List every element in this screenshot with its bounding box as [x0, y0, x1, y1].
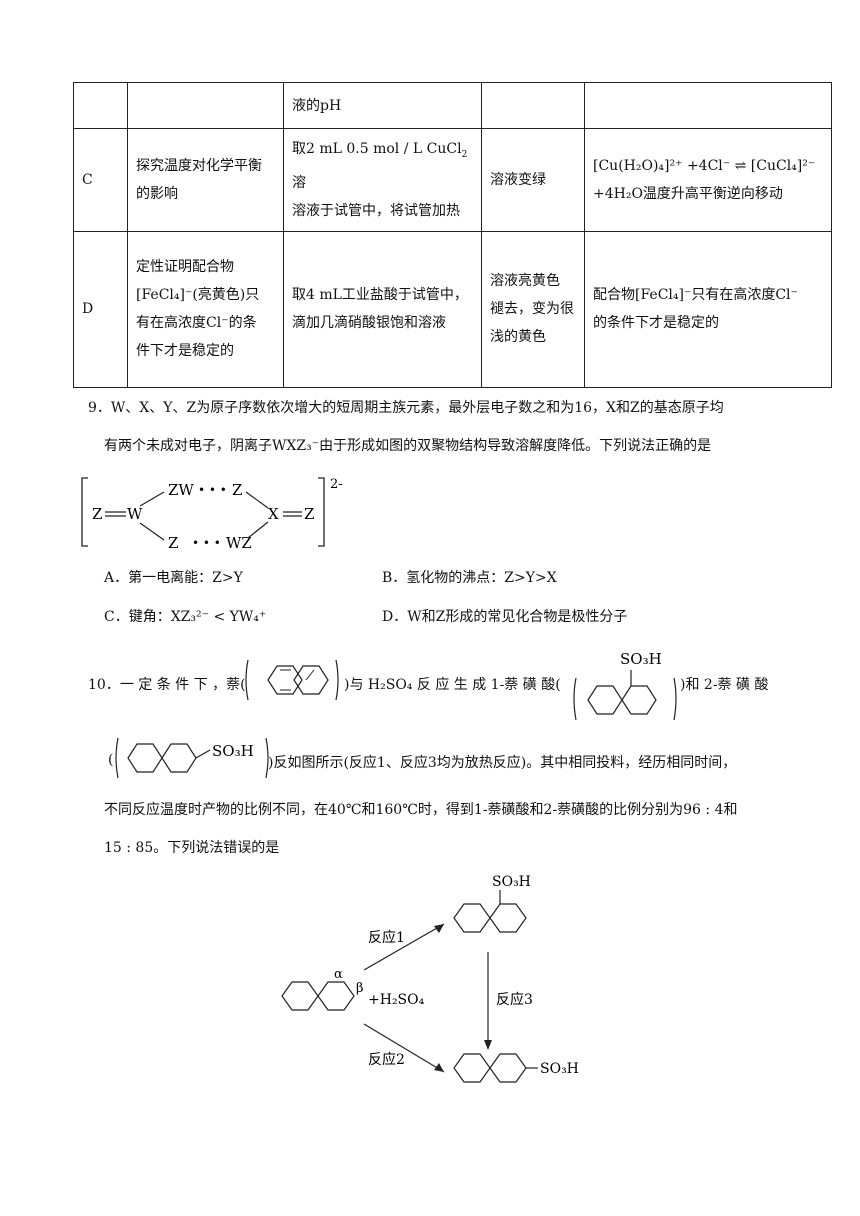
q9-option-a: A．第一电离能：Z>Y: [104, 570, 243, 586]
so3h-label: SO₃H: [212, 742, 254, 760]
row-d-purpose: 定性证明配合物 [FeCl₄]⁻(亮黄色)只 有在高浓度Cl⁻的条 件下才是稳定…: [127, 230, 284, 388]
dots-bottom: • • •: [192, 536, 221, 550]
row-d-phenomenon: 溶液亮黄色 褪去，变为很 浅的黄色: [481, 230, 585, 388]
table-row: D 定性证明配合物 [FeCl₄]⁻(亮黄色)只 有在高浓度Cl⁻的条 件下才是…: [73, 230, 832, 388]
atom-w: W: [127, 505, 143, 523]
table-row: 液的pH: [73, 82, 832, 129]
row-b-operation-cont: 液的pH: [283, 82, 482, 129]
q10-line-4: 15 : 85。下列说法错误的是: [104, 840, 280, 856]
atom-z-top: Z: [232, 481, 242, 499]
dimer-structure-diagram: 2- Z W ZW • • • Z Z • • • WZ X Z: [81, 477, 343, 552]
reagent-label: +H₂SO₄: [368, 992, 425, 1008]
q10-text-2b: )反如图所示(反应1、反应3均为放热反应)。其中相同投料，经历相同时间，: [268, 755, 737, 771]
q10-text-1a: 10．一 定 条 件 下 ，萘(: [88, 677, 246, 693]
reaction-1-label: 反应1: [368, 929, 405, 946]
atom-zw-top: ZW: [168, 481, 194, 499]
so3h-bottom: SO₃H: [540, 1061, 579, 1077]
row-c-purpose: 探究温度对化学平衡的影响: [127, 128, 284, 232]
reaction-scheme-diagram: SO₃H α β +H₂SO₄ 反应1 反应2 反应3 SO₃H: [281, 874, 579, 1083]
so3h-top: SO₃H: [492, 874, 531, 890]
row-c-conclusion: [Cu(H₂O)₄]²⁺ +4Cl⁻ ⇌ [CuCl₄]²⁻ +4H₂O温度升高…: [584, 128, 832, 232]
table-row: C 探究温度对化学平衡的影响 取2 mL 0.5 mol / L CuCl2溶 …: [73, 128, 832, 232]
q9-option-d: D．W和Z形成的常见化合物是极性分子: [382, 609, 628, 625]
1-naphthalenesulfonic-acid-inline-icon: SO₃H: [573, 650, 677, 721]
dots-top: • • •: [198, 483, 227, 497]
atom-z-right: Z: [304, 505, 314, 523]
row-d-conclusion: 配合物[FeCl₄]⁻只有在高浓度Cl⁻ 的条件下才是稳定的: [584, 230, 832, 388]
so3h-label: SO₃H: [620, 650, 662, 668]
q10-line-3: 不同反应温度时产物的比例不同，在40℃和160℃时，得到1-萘磺酸和2-萘磺酸的…: [104, 802, 738, 818]
2-naphthalenesulfonic-acid-inline-icon: SO₃H: [115, 737, 269, 779]
row-d-label: D: [73, 230, 128, 388]
alpha-label: α: [334, 967, 343, 982]
row-c-phenomenon: 溶液变绿: [481, 128, 585, 232]
q9-line-1: 9．W、X、Y、Z为原子序数依次增大的短周期主族元素，最外层电子数之和为16，X…: [88, 400, 724, 416]
charge-label: 2-: [330, 477, 343, 492]
reaction-2-label: 反应2: [368, 1051, 405, 1068]
atom-z-bottom: Z: [168, 534, 178, 552]
atom-z-left: Z: [92, 505, 102, 523]
atom-x: X: [268, 505, 279, 523]
reaction-3-label: 反应3: [496, 991, 533, 1008]
q9-line-2: 有两个未成对电子，阴离子WXZ₃⁻由于形成如图的双聚物结构导致溶解度降低。下列说…: [104, 438, 712, 454]
experiment-table: 液的pH C 探究温度对化学平衡的影响 取2 mL 0.5 mol / L Cu…: [73, 82, 832, 388]
beta-label: β: [356, 981, 364, 996]
equilibrium-equation: [Cu(H₂O)₄]²⁺ +4Cl⁻ ⇌ [CuCl₄]²⁻: [593, 157, 816, 174]
q10-text-1b: )与 H₂SO₄ 反 应 生 成 1-萘 磺 酸(: [344, 677, 561, 693]
q9-option-c: C．键角：XZ₃²⁻ < YW₄⁺: [104, 609, 267, 625]
q10-text-1c: )和 2-萘 磺 酸: [680, 677, 769, 693]
naphthalene-inline-icon: [245, 659, 339, 701]
row-c-operation: 取2 mL 0.5 mol / L CuCl2溶 溶液于试管中，将试管加热: [283, 128, 482, 232]
atom-wz-bottom: WZ: [226, 534, 252, 552]
row-c-label: C: [73, 128, 128, 232]
row-d-operation: 取4 mL工业盐酸于试管中， 滴加几滴硝酸银饱和溶液: [283, 230, 482, 388]
q10-text-2a: (: [108, 752, 114, 768]
q9-option-b: B．氢化物的沸点：Z>Y>X: [382, 570, 557, 586]
